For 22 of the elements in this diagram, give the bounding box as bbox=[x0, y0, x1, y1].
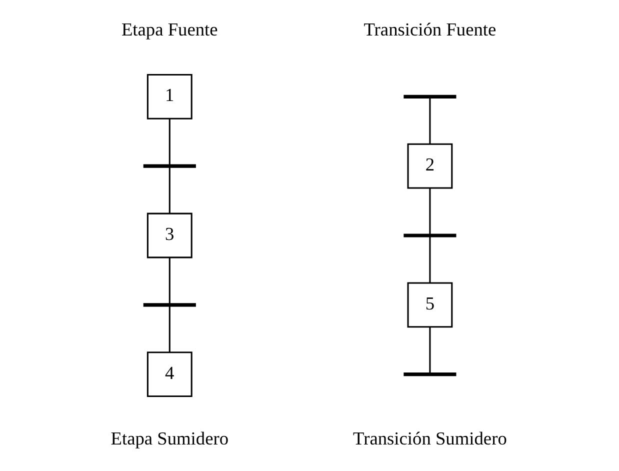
connector bbox=[168, 167, 170, 214]
node-bar bbox=[143, 303, 196, 307]
node-bar bbox=[404, 372, 456, 376]
connector bbox=[168, 257, 170, 304]
node-box: 5 bbox=[407, 282, 453, 328]
label: Transición Sumidero bbox=[353, 428, 507, 449]
connector bbox=[429, 188, 431, 234]
node-box: 2 bbox=[407, 143, 453, 189]
connector bbox=[429, 236, 431, 283]
node-bar bbox=[404, 94, 456, 98]
connector bbox=[429, 326, 431, 374]
label: Etapa Fuente bbox=[121, 19, 218, 40]
node-bar bbox=[143, 164, 196, 168]
node-bar bbox=[404, 234, 456, 238]
node-box: 4 bbox=[146, 352, 192, 398]
connector bbox=[168, 306, 170, 352]
node-box: 1 bbox=[146, 74, 192, 120]
connector bbox=[429, 98, 431, 144]
connector bbox=[168, 118, 170, 165]
label: Etapa Sumidero bbox=[110, 428, 229, 449]
node-box: 3 bbox=[146, 212, 192, 258]
label: Transición Fuente bbox=[364, 19, 496, 40]
